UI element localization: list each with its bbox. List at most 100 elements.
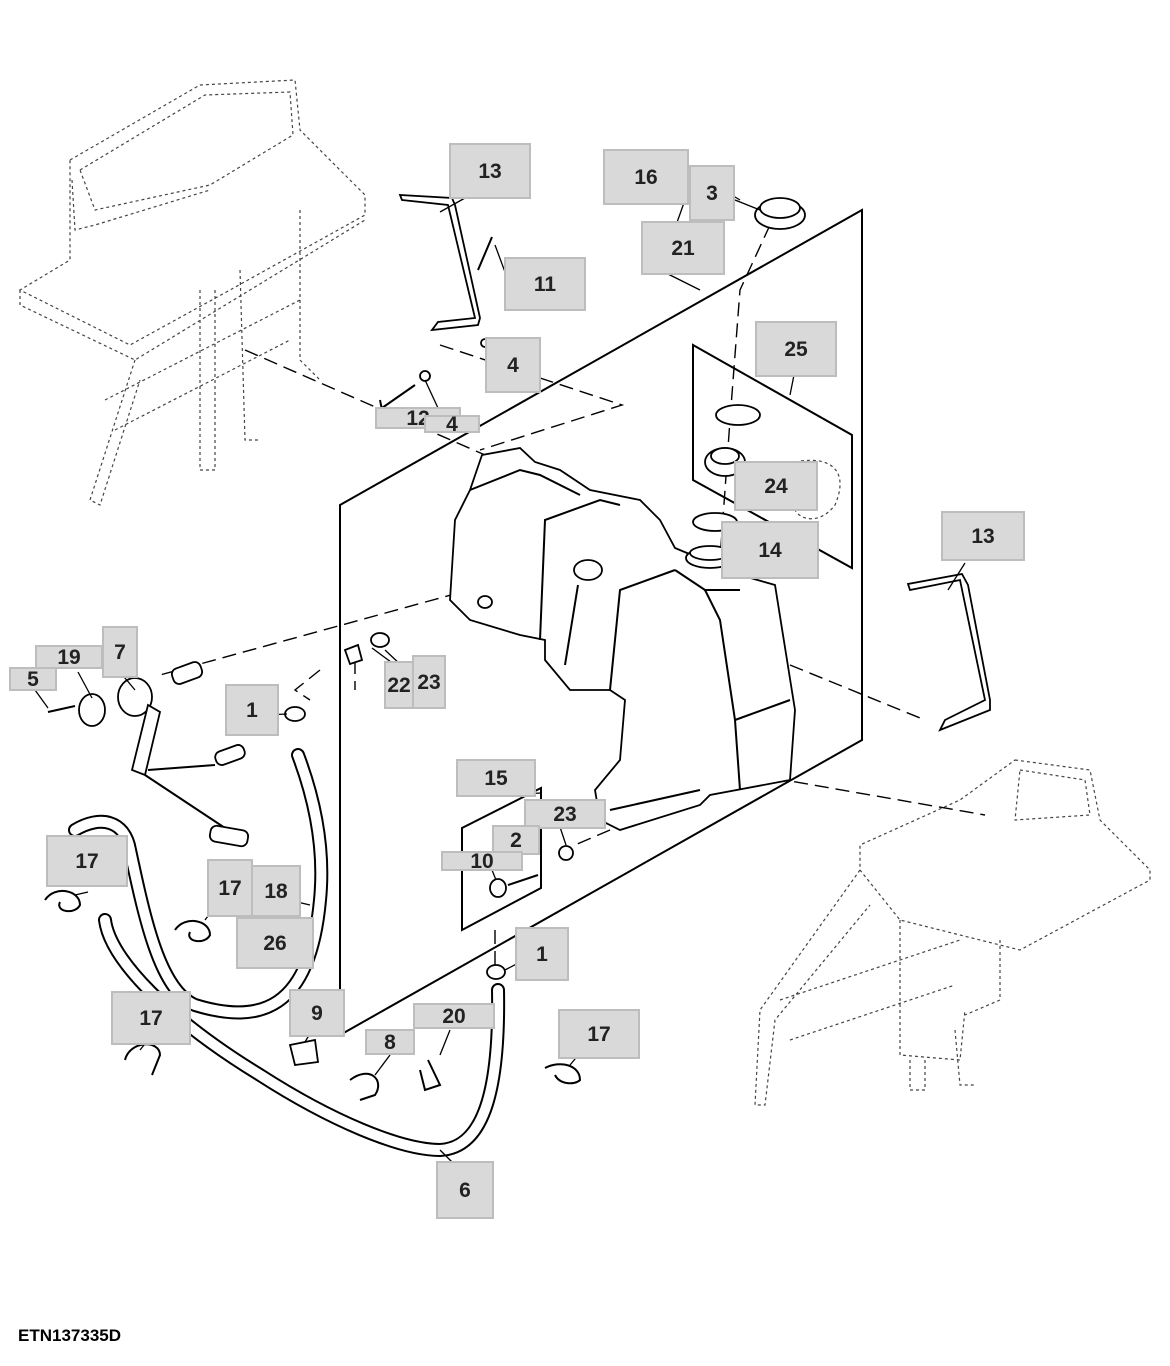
callout-number: 14 (758, 539, 782, 562)
callout-box (524, 799, 606, 829)
callout-number: 24 (764, 475, 788, 498)
callout-4: 4 (485, 337, 541, 393)
callout-box (207, 859, 253, 917)
callout-box (424, 415, 480, 433)
callout-number: 25 (784, 338, 808, 361)
callout-17: 17 (111, 991, 191, 1045)
callout-box (436, 1161, 494, 1219)
callout-13: 13 (941, 511, 1025, 561)
callout-number: 23 (417, 671, 440, 694)
fuel-tank (449, 447, 796, 831)
callout-number: 3 (706, 182, 718, 205)
callout-number: 9 (311, 1002, 323, 1025)
callout-24: 24 (734, 461, 818, 511)
callout-10: 10 (441, 850, 523, 873)
callout-number: 11 (534, 273, 557, 296)
callout-number: 7 (114, 641, 126, 664)
callout-number: 21 (671, 237, 695, 260)
callout-box (558, 1009, 640, 1059)
callout-number: 5 (27, 668, 39, 691)
callout-17: 17 (558, 1009, 640, 1059)
callout-box (35, 645, 103, 669)
tank-strap-top (398, 194, 481, 332)
callout-5: 5 (9, 667, 57, 691)
filler-neck-panel (692, 343, 853, 570)
callout-number: 17 (75, 850, 98, 873)
callout-box (365, 1029, 415, 1055)
fuel-sender (47, 661, 250, 848)
fuel-cap (754, 197, 806, 230)
callout-box (641, 221, 725, 275)
callout-16: 16 (603, 149, 689, 205)
callout-17: 17 (207, 859, 253, 917)
callout-number: 15 (484, 767, 508, 790)
callout-number: 20 (442, 1005, 465, 1028)
callout-number: 13 (478, 160, 501, 183)
callout-number: 1 (536, 943, 548, 966)
callout-number: 4 (507, 354, 519, 377)
callout-3: 3 (689, 165, 735, 221)
callout-box (941, 511, 1025, 561)
callout-number: 17 (587, 1023, 610, 1046)
callout-11: 11 (504, 257, 586, 311)
callout-box (755, 321, 837, 377)
callout-7: 7 (102, 626, 138, 678)
callout-23: 23 (412, 655, 446, 709)
callout-box (603, 149, 689, 205)
callout-number: 18 (264, 880, 288, 903)
callout-box (102, 626, 138, 678)
callout-25: 25 (755, 321, 837, 377)
callout-number: 10 (470, 850, 493, 873)
callout-number: 22 (387, 674, 410, 697)
callout-19: 19 (35, 645, 103, 669)
callout-number: 8 (384, 1031, 396, 1054)
callout-box (9, 667, 57, 691)
callout-8: 8 (365, 1029, 415, 1055)
callout-15: 15 (456, 759, 536, 797)
callout-21: 21 (641, 221, 725, 275)
callout-box (485, 337, 541, 393)
callout-box (456, 759, 536, 797)
seat-outline-left (18, 79, 366, 506)
callout-box (236, 917, 314, 969)
callout-number: 17 (139, 1007, 162, 1030)
callout-26: 26 (236, 917, 314, 969)
seat-outline-right (754, 759, 1151, 1106)
callout-box (251, 865, 301, 917)
callout-number: 2 (510, 829, 522, 852)
callout-number: 17 (218, 877, 241, 900)
drain-valve-panel (461, 786, 542, 932)
callout-number: 23 (553, 803, 576, 826)
callout-23: 23 (524, 799, 606, 829)
callout-4: 4 (424, 413, 480, 436)
callout-box (515, 927, 569, 981)
callout-14: 14 (721, 521, 819, 579)
callout-17: 17 (46, 835, 128, 887)
callout-number: 26 (263, 932, 286, 955)
callout-number: 1 (246, 699, 258, 722)
callout-box (504, 257, 586, 311)
callout-box (492, 825, 540, 855)
callout-number: 16 (634, 166, 657, 189)
callout-box (289, 989, 345, 1037)
callout-number: 4 (446, 413, 458, 436)
callout-box (412, 655, 446, 709)
callout-1: 1 (515, 927, 569, 981)
tank-strap-right (906, 572, 991, 732)
fuel-hoses (68, 748, 506, 1158)
callout-20: 20 (413, 1003, 495, 1029)
callout-number: 13 (971, 525, 994, 548)
callout-9: 9 (289, 989, 345, 1037)
callout-2: 2 (492, 825, 540, 855)
figure-id: ETN137335D (18, 1326, 122, 1345)
callout-box (111, 991, 191, 1045)
callout-box (46, 835, 128, 887)
callout-13: 13 (449, 143, 531, 199)
callout-6: 6 (436, 1161, 494, 1219)
callout-18: 18 (251, 865, 301, 917)
callout-box (449, 143, 531, 199)
callout-22: 22 (384, 661, 414, 709)
callout-box (689, 165, 735, 221)
